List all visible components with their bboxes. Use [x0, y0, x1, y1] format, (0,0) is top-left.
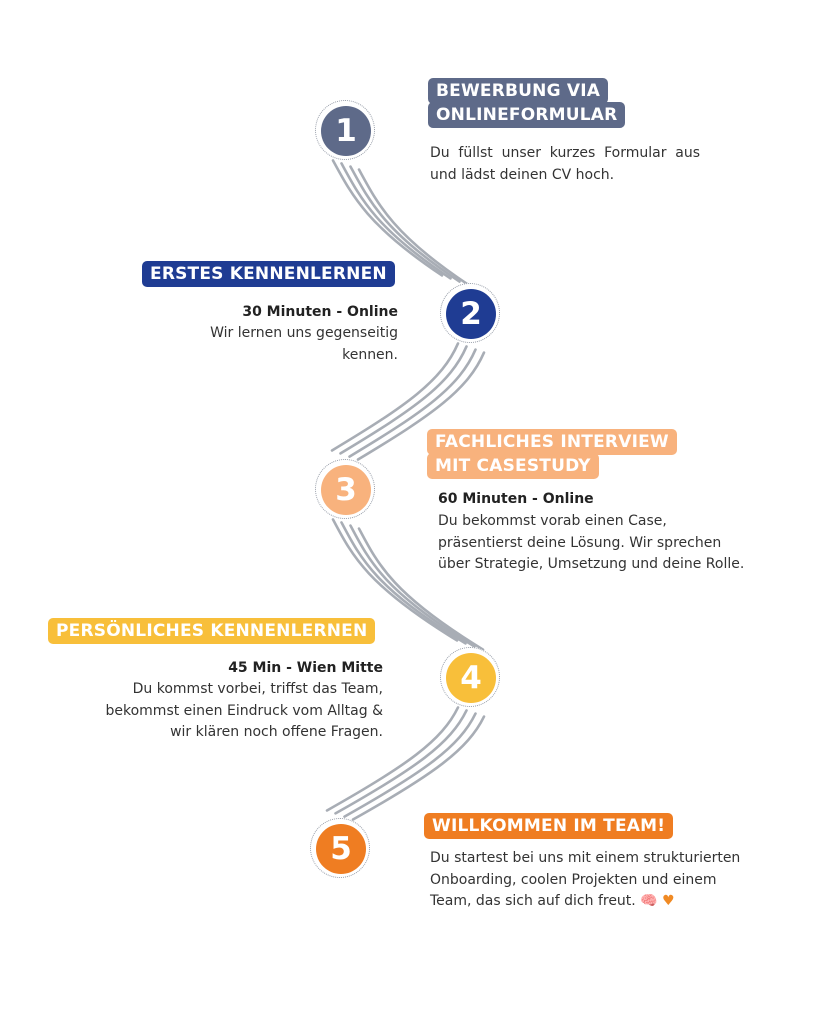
- road-strand-4-4: [351, 715, 486, 821]
- step-4-duration: 45 Min - Wien Mitte: [228, 660, 383, 676]
- step-2-marker: 2: [440, 283, 500, 343]
- step-3-duration: 60 Minuten - Online: [438, 491, 594, 507]
- road-strand-2-1: [330, 342, 460, 452]
- road-strand-1-1: [331, 159, 444, 277]
- road-strand-1-4: [357, 168, 470, 286]
- step-2-number: 2: [446, 289, 496, 339]
- step-3-description: Du bekommst vorab einen Case, präsentier…: [438, 513, 745, 572]
- step-5-description: Du startest bei uns mit einem strukturie…: [430, 850, 741, 909]
- step-5-title: WILLKOMMEN IM TEAM!: [424, 813, 674, 839]
- step-5-number: 5: [316, 824, 366, 874]
- road-strand-2-4: [356, 351, 486, 461]
- step-4-title: PERSÖNLICHES KENNENLERNEN: [48, 618, 376, 644]
- road-strand-3-4: [357, 527, 485, 651]
- road-strand-2-2: [339, 345, 468, 455]
- road-strand-3-2: [340, 521, 467, 645]
- step-1-description: Du füllst unser kurzes Formular aus und …: [430, 145, 700, 183]
- step-1-title: BEWERBUNG VIA ONLINEFORMULAR: [428, 78, 626, 128]
- step-3-title: FACHLICHES INTERVIEW MIT CASESTUDY: [427, 429, 677, 479]
- road-strand-3-3: [349, 524, 476, 648]
- road-strand-3-1: [331, 518, 459, 642]
- road-strand-4-1: [325, 706, 460, 812]
- step-2-title: ERSTES KENNENLERNEN: [142, 261, 395, 287]
- road-strand-1-3: [349, 165, 461, 283]
- step-3-number: 3: [321, 465, 371, 515]
- road-strand-1-2: [340, 162, 452, 280]
- step-4-number: 4: [446, 653, 496, 703]
- road-strand-4-2: [334, 709, 468, 815]
- step-1-number: 1: [321, 106, 371, 156]
- step-2-duration: 30 Minuten - Online: [242, 304, 398, 320]
- road-strand-2-3: [348, 348, 477, 458]
- brain-icon: 🧠: [640, 893, 658, 909]
- step-4-description: Du kommst vorbei, triffst das Team, beko…: [105, 681, 384, 740]
- step-3-marker: 3: [315, 459, 375, 519]
- step-1-marker: 1: [315, 100, 375, 160]
- heart-icon: ♥: [662, 893, 675, 909]
- step-2-description: Wir lernen uns gegenseitig kennen.: [210, 325, 398, 363]
- step-5-marker: 5: [310, 818, 370, 878]
- road-strand-4-3: [343, 712, 477, 818]
- step-4-marker: 4: [440, 647, 500, 707]
